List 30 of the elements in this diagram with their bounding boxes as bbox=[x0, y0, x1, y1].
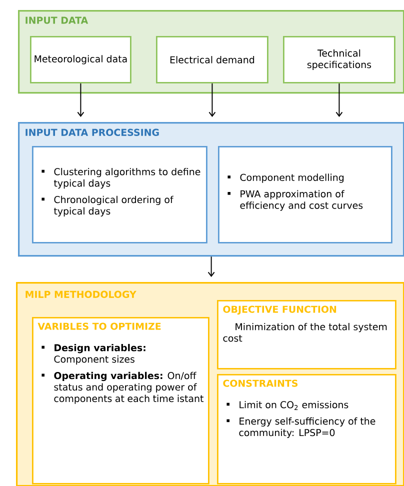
bullet-item: Component modelling bbox=[228, 174, 344, 183]
content-box bbox=[32, 317, 210, 484]
bullet-item: Clustering algorithms to define typical days bbox=[42, 168, 200, 189]
bullet-item: Energy self-sufficiency of the community: LPSP=0 bbox=[226, 417, 376, 438]
arrow bbox=[208, 82, 216, 117]
bullet-item: Design variables: Component sizes bbox=[42, 344, 146, 365]
content-box bbox=[217, 374, 396, 484]
content-box bbox=[32, 146, 208, 244]
section-heading: CONSTRAINTS bbox=[223, 380, 298, 387]
content-box bbox=[217, 300, 396, 370]
node-label: Electrical demand bbox=[170, 56, 254, 64]
section-heading: INPUT DATA PROCESSING bbox=[26, 128, 159, 136]
section-heading: VARIBLES TO OPTIMIZE bbox=[38, 322, 161, 330]
bullet-item: Operating variables: On/off status and operating power of components at each time istant bbox=[42, 372, 204, 404]
section-heading: MILP METHODOLOGY bbox=[26, 290, 136, 298]
arrow bbox=[208, 256, 215, 277]
node-label: Technical specifications bbox=[307, 49, 372, 70]
section-heading: OBJECTIVE FUNCTION bbox=[223, 306, 336, 315]
node-label: Meteorological data bbox=[34, 55, 127, 64]
content-box bbox=[30, 36, 132, 84]
body-text: Minimization of the total system cost bbox=[223, 322, 387, 342]
bullet-item: Chronological ordering of typical days bbox=[42, 196, 174, 216]
arrow bbox=[336, 82, 343, 117]
section-heading: INPUT DATA bbox=[26, 16, 88, 24]
bullet-item: Limit on CO$_{2}$ emissions bbox=[226, 400, 348, 410]
arrow bbox=[77, 82, 84, 117]
content-box bbox=[156, 36, 268, 84]
content-box bbox=[218, 146, 392, 244]
bullet-item: PWA approximation of efficiency and cost curves bbox=[228, 190, 363, 211]
content-box bbox=[283, 36, 396, 84]
